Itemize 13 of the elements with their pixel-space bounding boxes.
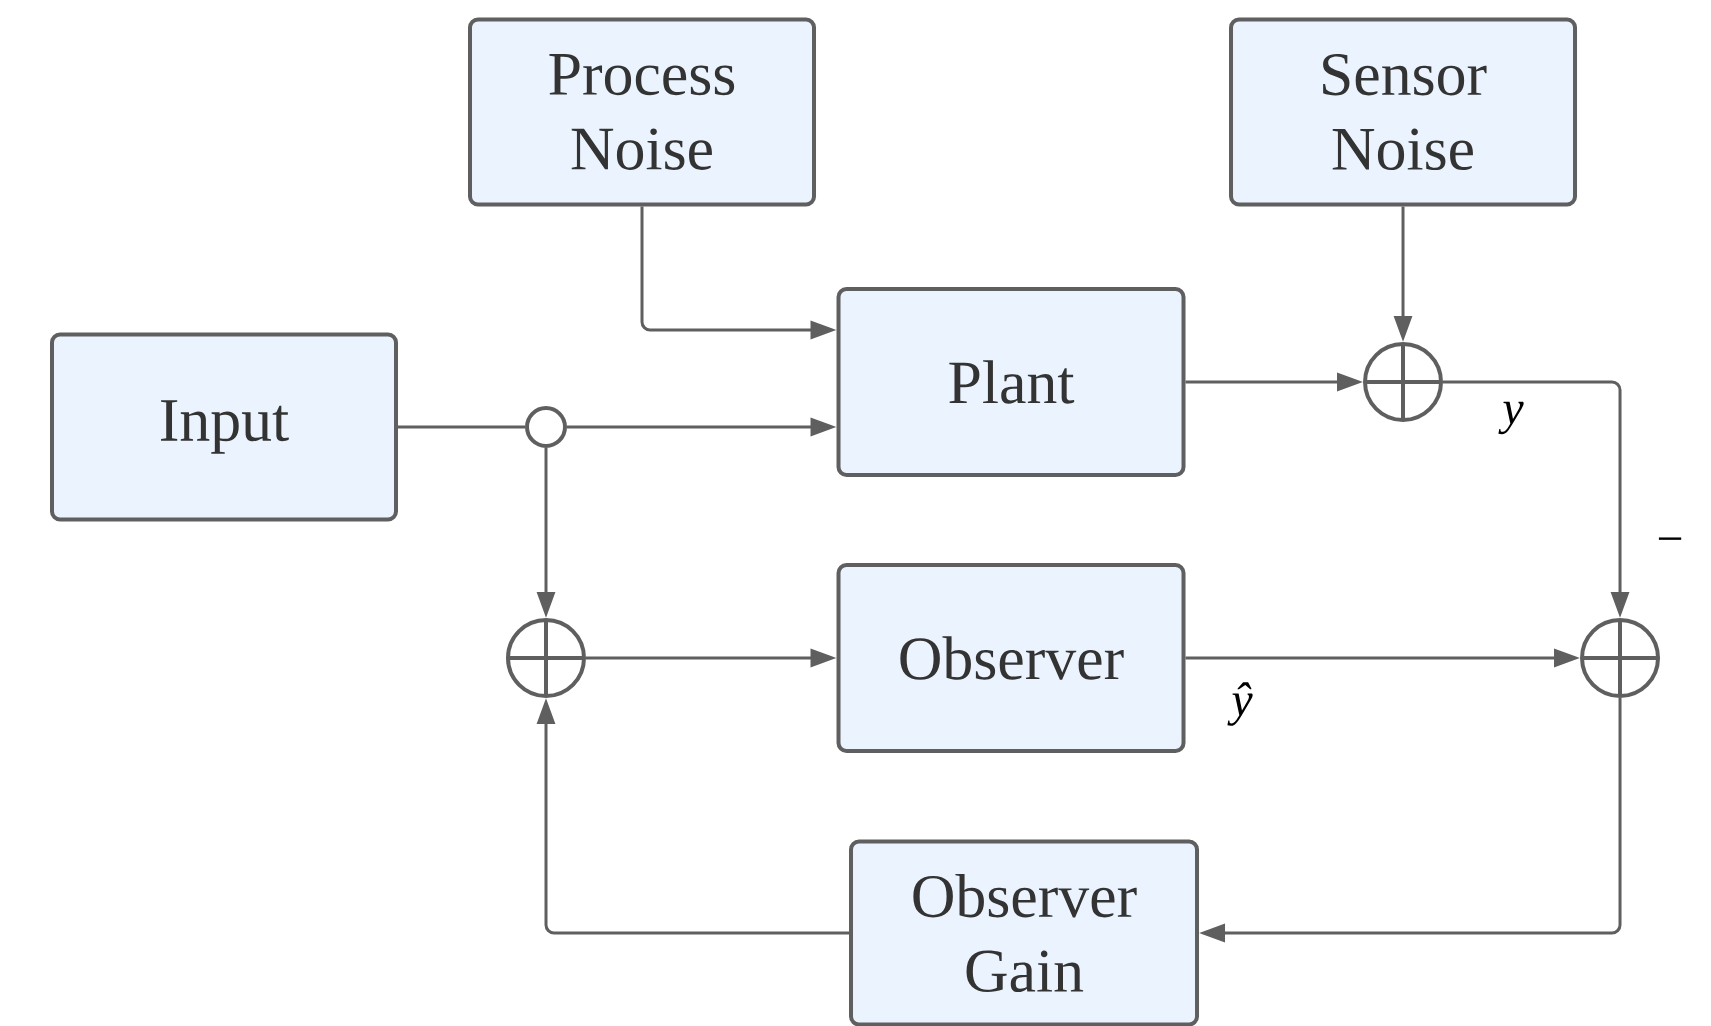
summing-junction bbox=[1580, 618, 1660, 698]
edge-label: ŷ bbox=[1227, 680, 1255, 728]
block-box: Sensor Noise bbox=[1229, 17, 1577, 207]
block-box: Observer bbox=[836, 563, 1186, 753]
summing-junction bbox=[506, 618, 586, 698]
summing-junction bbox=[1363, 342, 1443, 422]
junction-circle bbox=[525, 406, 567, 448]
block-box: Plant bbox=[836, 287, 1186, 477]
edge-label: y bbox=[1498, 399, 1526, 437]
block-box: Process Noise bbox=[468, 17, 816, 207]
sign-label: − bbox=[1658, 537, 1682, 540]
block-box: Input bbox=[50, 332, 398, 522]
block-box: Observer Gain bbox=[849, 839, 1199, 1026]
